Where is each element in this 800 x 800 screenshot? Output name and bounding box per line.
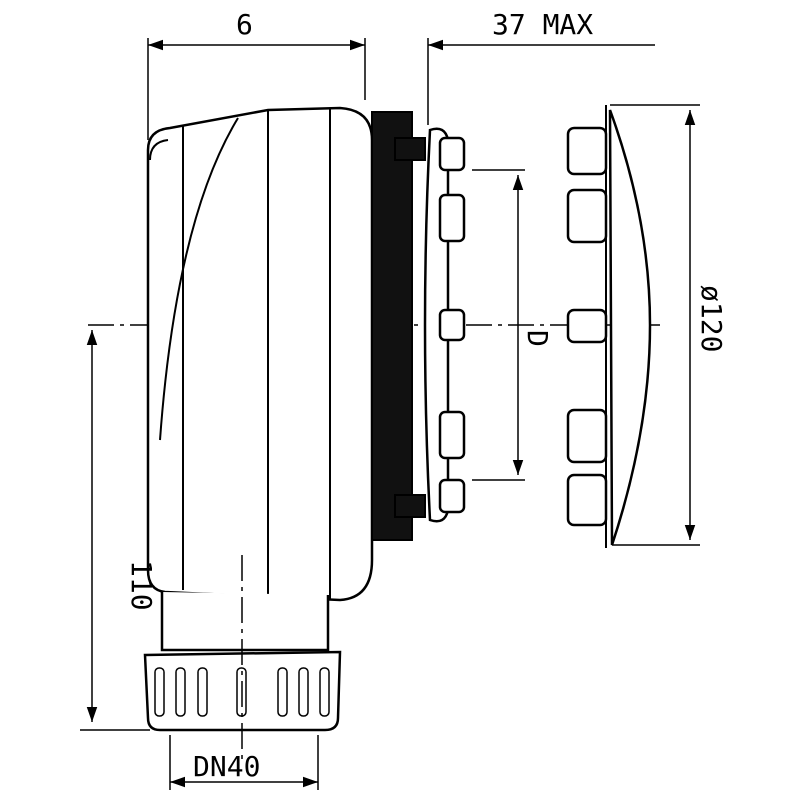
cover-disk bbox=[608, 109, 652, 546]
dim-label-height: 110 bbox=[125, 560, 158, 611]
gasket bbox=[371, 111, 413, 541]
dim-label-diameter: ø120 bbox=[695, 285, 728, 352]
dim-top bbox=[147, 38, 655, 140]
dim-diameter bbox=[610, 104, 700, 546]
cover-bolts bbox=[566, 126, 608, 527]
dim-label-top-left: 6 bbox=[236, 8, 253, 41]
dim-height bbox=[80, 330, 150, 731]
trap-body bbox=[146, 106, 374, 602]
flange-bolts-left bbox=[438, 136, 466, 514]
dim-label-inner: D bbox=[521, 330, 554, 347]
dim-label-top-right: 37 MAX bbox=[492, 8, 593, 41]
dim-inner bbox=[472, 169, 525, 481]
dim-label-outlet: DN40 bbox=[193, 750, 260, 783]
outlet-fitting bbox=[143, 555, 342, 760]
dim-outlet bbox=[169, 735, 319, 790]
